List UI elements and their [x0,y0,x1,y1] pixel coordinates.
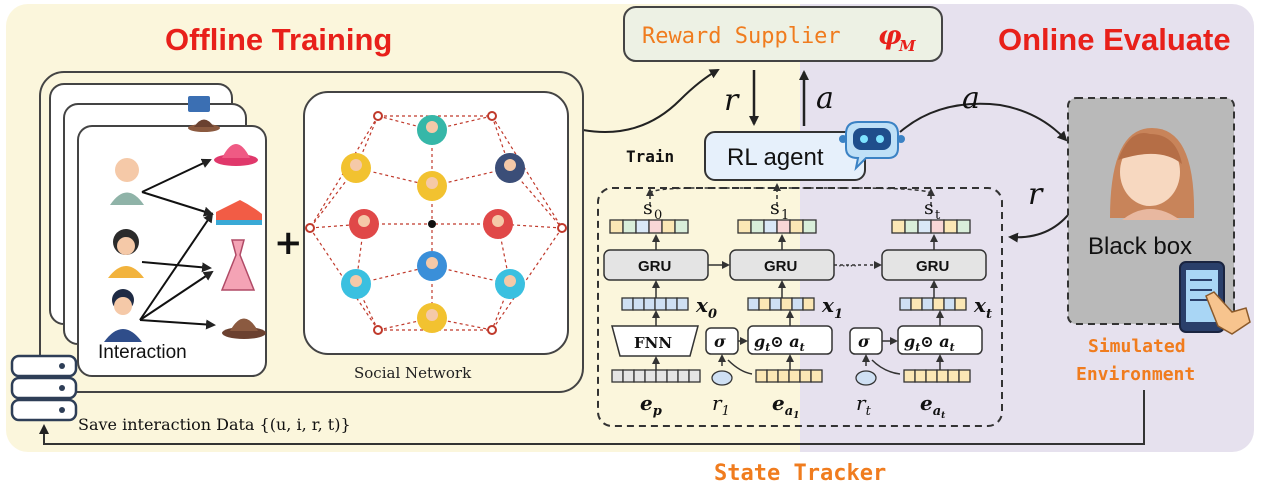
social-network-nodes [305,111,567,335]
action-signal-label: a [816,81,834,116]
train-label: Train [626,147,674,166]
dress-icon [220,239,256,291]
gru-cells: GRU GRU GRU [603,249,987,281]
save-data-label: Save interaction Data {(u, i, r, t)} [78,415,351,434]
action-to-env-label: a [962,81,980,116]
svg-text:x: x [973,293,987,317]
gru-continuation-dots: ····· [838,259,857,273]
svg-text:0: 0 [654,208,662,223]
jeans-icon [188,96,210,112]
reward-supplier-box: Reward Supplier φ M [623,6,943,62]
svg-text:gt⊙ at: gt⊙ at [904,332,955,354]
fnn-block: FNN [611,325,699,357]
plus-sign: + [274,223,303,263]
fedora-icon [222,318,266,339]
rl-agent-label: RL agent [727,144,824,171]
svg-text:ea1: ea1 [772,391,799,421]
environment-label: Environment [1076,364,1195,385]
svg-text:x: x [695,293,709,317]
sigma-gates: σ σ [705,327,883,355]
robot-icon [839,121,905,172]
user-avatar-2 [108,229,144,278]
state-to-agent-arrows [646,183,935,206]
reward-from-env-label: r [1028,177,1044,212]
svg-text:1: 1 [834,307,843,322]
small-hat-icon [188,119,220,132]
user-avatar-1 [110,158,144,205]
svg-text:σ: σ [714,332,726,351]
database-icon [10,354,78,422]
svg-text:GRU: GRU [764,258,797,275]
svg-text:0: 0 [708,307,717,322]
interaction-edges [139,158,216,330]
svg-text:s: s [770,197,780,219]
state-tracker-box [597,187,1003,427]
social-network-label: Social Network [354,364,472,382]
svg-text:σ: σ [858,332,870,351]
svg-text:s: s [924,197,934,219]
svg-text:gt⊙ at: gt⊙ at [754,332,805,354]
svg-text:GRU: GRU [916,258,949,275]
social-user-avatars [341,115,525,333]
svg-text:t: t [986,307,992,322]
svg-text:ep: ep [640,391,662,419]
svg-text:s: s [643,197,653,219]
svg-text:FNN: FNN [634,334,672,352]
state-tracker-title: State Tracker [714,461,886,486]
phone-touch-icon [1179,261,1251,335]
svg-text:r1: r1 [712,391,730,419]
svg-text:rt: rt [856,391,872,419]
input-vectors [621,297,967,311]
user-portrait-icon [1110,128,1195,220]
svg-text:t: t [935,208,941,223]
reward-supplier-phi: φ [878,21,902,51]
svg-text:eat: eat [920,391,946,421]
gate-blocks: gt⊙ at gt⊙ at [747,325,983,355]
state-vectors [609,219,971,234]
svg-text:x: x [821,293,835,317]
offline-training-title: Offline Training [165,22,392,57]
svg-text:1: 1 [781,208,789,223]
save-data-path [39,390,1145,445]
reward-supplier-sub: M [898,37,916,55]
online-evaluate-title: Online Evaluate [998,22,1231,57]
reward-signal-label: r [724,83,740,118]
reward-nodes [711,370,877,386]
interaction-label: Interaction [98,342,187,363]
black-box-label: Black box [1088,233,1192,260]
reward-supplier-label: Reward Supplier [642,24,841,49]
svg-text:GRU: GRU [638,258,671,275]
embedding-labels: ep ea1 eat r1 rt [640,391,946,421]
user-avatar-3 [104,289,142,342]
embedding-vectors [611,369,971,383]
simulated-label: Simulated [1088,336,1186,357]
hat-icon [214,144,258,166]
shoe-icon [216,200,262,225]
